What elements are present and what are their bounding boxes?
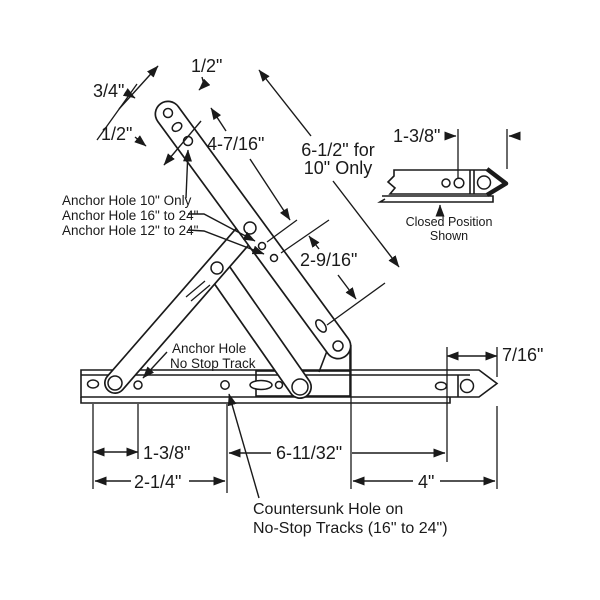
callout-anchor-10-leader xyxy=(183,149,193,199)
inset-tip-edge xyxy=(485,167,509,197)
track-right-slot xyxy=(434,381,448,391)
closed-position-label-line1: Closed Position xyxy=(406,215,493,229)
dim-6-1-2-line1: 6-1/2" for xyxy=(301,140,374,160)
support-arm-pivot xyxy=(107,375,123,391)
holes xyxy=(86,107,475,396)
plate-dim-line-below xyxy=(163,120,202,166)
support-arm-body xyxy=(105,218,260,393)
callout-no-stop-line2: No Stop Track xyxy=(170,356,256,371)
ext-line-anchor-16-24 xyxy=(266,219,298,243)
closed-position-inset: 1-3/8" Closed Position Shown xyxy=(377,126,521,243)
slot-dim-upper-arrow xyxy=(308,235,320,250)
arm-length-dimension: 6-1/2" for 10" Only xyxy=(258,69,400,268)
six-half-upper-arrow xyxy=(258,69,312,137)
inset-dim-label: 1-3/8" xyxy=(393,126,440,146)
callout-anchor-12-24: Anchor Hole 12" to 24" xyxy=(62,223,199,238)
support-arm xyxy=(104,217,261,394)
anchor-hole-no-stop xyxy=(133,380,143,390)
dim-2-9-16: 2-9/16" xyxy=(300,250,357,270)
callout-anchor-12-24-leader xyxy=(187,229,265,255)
anchor-hole-callouts: Anchor Hole 10" Only Anchor Hole 16" to … xyxy=(62,149,265,379)
track-right-hole xyxy=(459,378,475,394)
shoe-slot xyxy=(249,379,273,391)
dim-half-left: 1/2" xyxy=(101,124,132,144)
inset-under-bar xyxy=(377,195,494,203)
shoe-pivot xyxy=(291,378,309,396)
slot-distance-dimension: 2-9/16" xyxy=(280,219,386,326)
arm-dim-lower-arrow xyxy=(249,158,291,221)
arm-dim-upper-arrow xyxy=(210,107,227,132)
track-lip xyxy=(80,397,451,404)
countersunk-leader xyxy=(227,393,260,499)
arm-shoe-rivet xyxy=(332,340,344,352)
arm-hole-dimension: 4-7/16" xyxy=(207,107,298,243)
dim-4: 4" xyxy=(418,472,434,492)
arm-joint-rivet xyxy=(243,221,257,235)
countersunk-hole xyxy=(220,380,230,390)
stop-link-body xyxy=(206,257,311,398)
countersunk-label-line1: Countersunk Hole on xyxy=(253,501,403,518)
track-left-slot xyxy=(86,379,100,389)
callout-anchor-16-24-leader xyxy=(188,213,256,242)
inset-hole-2 xyxy=(453,177,465,189)
dim-6-1-2-line2: 10" Only xyxy=(304,158,372,178)
arm-second-hole xyxy=(171,121,183,133)
ext-line-slot xyxy=(326,282,386,326)
track-dimensions: 7/16" 1-3/8" 2-1/4" 6-11/32" 4" xyxy=(92,345,543,493)
ext-line-anchor-12-24 xyxy=(280,219,330,254)
callout-anchor-10: Anchor Hole 10" Only xyxy=(62,193,192,208)
callout-no-stop-leader xyxy=(142,351,168,379)
shoe-small-hole xyxy=(274,380,284,390)
countersunk-label-line2: No-Stop Tracks (16" to 24") xyxy=(253,520,448,537)
dim-7-16: 7/16" xyxy=(502,345,543,365)
arm-top-hole xyxy=(162,107,174,119)
slot-dim-lower-arrow xyxy=(337,274,357,300)
dim-1-3-8: 1-3/8" xyxy=(143,443,190,463)
dim-three-quarter-leader xyxy=(122,88,136,99)
arm-slot xyxy=(315,319,327,333)
six-half-lower-arrow xyxy=(332,180,400,268)
anchor-hole-12-24 xyxy=(269,253,279,263)
plate-dim-line-upper xyxy=(118,65,159,110)
link-rivet xyxy=(210,261,224,275)
inset-hole-1 xyxy=(441,178,451,188)
stop-link-arm xyxy=(205,256,312,399)
inset-hole-3 xyxy=(476,175,492,190)
dim-2-1-4: 2-1/4" xyxy=(134,472,181,492)
dim-three-quarter: 3/4" xyxy=(93,81,124,101)
dim-half-left-leader xyxy=(134,135,147,147)
callout-anchor-16-24: Anchor Hole 16" to 24" xyxy=(62,208,199,223)
support-arm-crease xyxy=(185,280,211,302)
dim-6-11-32: 6-11/32" xyxy=(276,443,342,463)
dim-half-top: 1/2" xyxy=(191,56,222,76)
anchor-hole-16-24 xyxy=(257,241,267,251)
dim-half-top-leader xyxy=(198,76,211,91)
inset-divider xyxy=(469,170,475,194)
countersunk-callout: Countersunk Hole on No-Stop Tracks (16" … xyxy=(227,393,448,537)
dim-4-7-16: 4-7/16" xyxy=(207,134,264,154)
callout-no-stop-line1: Anchor Hole xyxy=(172,341,246,356)
plate-hole-dimensions: 1/2" 3/4" 1/2" xyxy=(93,56,222,166)
closed-position-label-line2: Shown xyxy=(430,229,468,243)
